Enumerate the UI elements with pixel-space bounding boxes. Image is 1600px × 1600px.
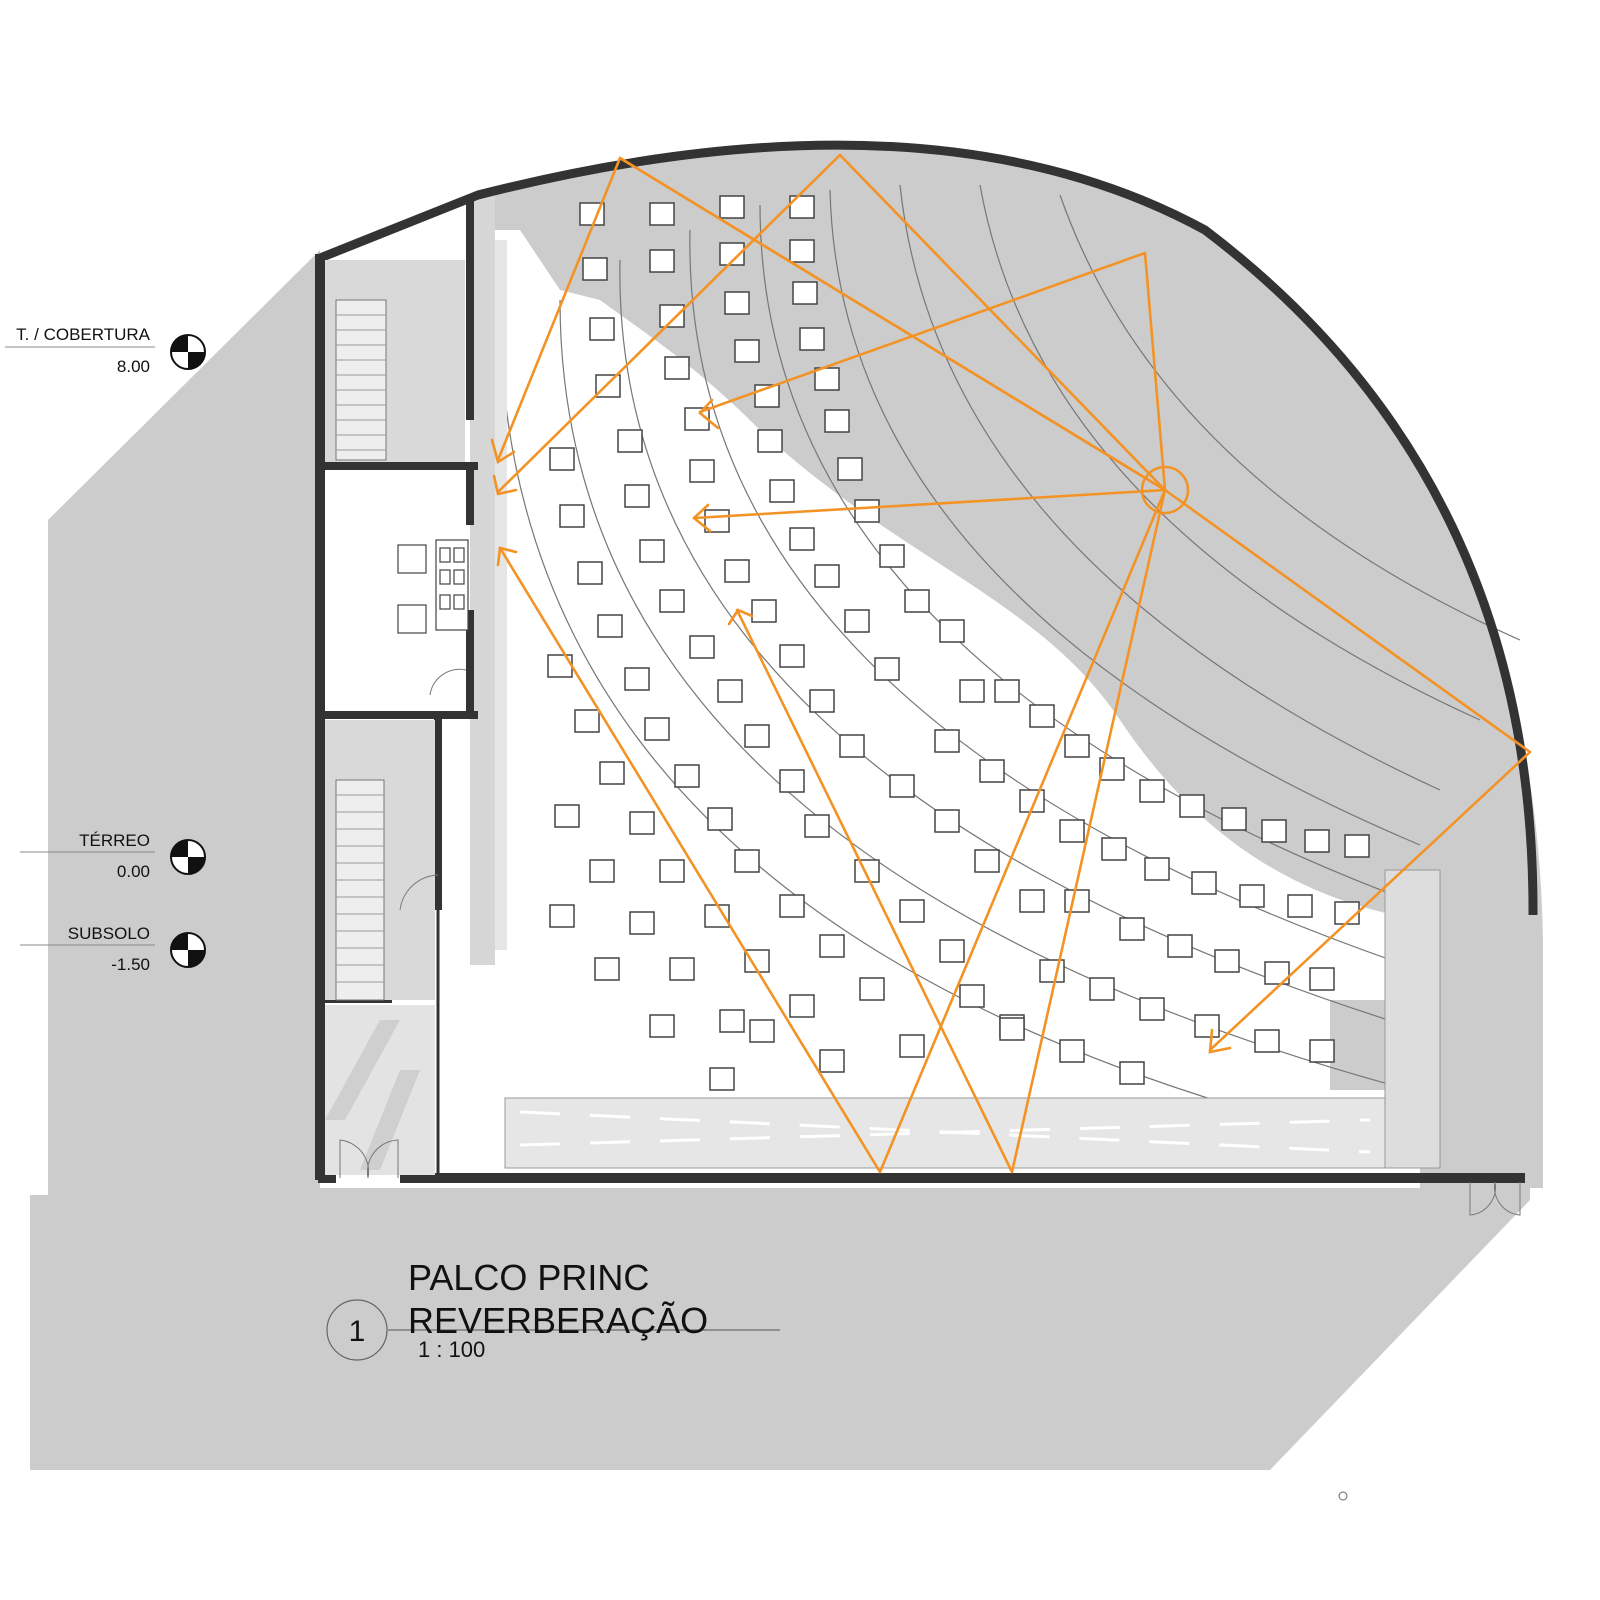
- stair-treads: [336, 314, 386, 983]
- level-value-cobertura: 8.00: [117, 357, 150, 376]
- site-shadow: [30, 250, 1530, 1470]
- control-booth-desk: [397, 539, 469, 634]
- stair-icon: [335, 299, 387, 1001]
- level-value-subsolo: -1.50: [111, 955, 150, 974]
- view-scale: 1 : 100: [418, 1337, 485, 1362]
- double-door-icon: [339, 668, 1521, 1216]
- level-value-terreo: 0.00: [117, 862, 150, 881]
- level-marker-icon: [170, 334, 206, 370]
- upper-tier-shade: [478, 145, 1543, 1188]
- stage-platform: [504, 869, 1441, 1169]
- upper-tier-shade-2: [1330, 1000, 1400, 1090]
- north-dot: [1338, 1491, 1348, 1501]
- reverberation-rays: [496, 153, 1532, 1174]
- view-number: 1: [349, 1315, 366, 1348]
- view-number-bubble: [326, 1299, 388, 1361]
- view-title-line-2: REVERBERAÇÃO: [408, 1300, 708, 1341]
- level-marker-terreo: TÉRREO 0.00: [20, 831, 206, 881]
- level-marker-cobertura: T. / COBERTURA 8.00: [5, 325, 206, 376]
- level-label-subsolo: SUBSOLO: [68, 924, 150, 943]
- level-label-cobertura: T. / COBERTURA: [16, 325, 150, 344]
- level-marker-icon: [170, 839, 206, 875]
- level-marker-icon: [170, 932, 206, 968]
- level-marker-subsolo: SUBSOLO -1.50: [20, 924, 206, 974]
- view-title-line-1: PALCO PRINC: [408, 1257, 649, 1298]
- view-title-block: 1 PALCO PRINC REVERBERAÇÃO 1 : 100: [326, 1257, 780, 1362]
- level-label-terreo: TÉRREO: [79, 831, 150, 850]
- seat-icon: [547, 195, 1370, 1091]
- side-aisle: [470, 195, 507, 965]
- sound-source-icon: [1140, 465, 1190, 515]
- ray-arrowheads: [490, 398, 1232, 1054]
